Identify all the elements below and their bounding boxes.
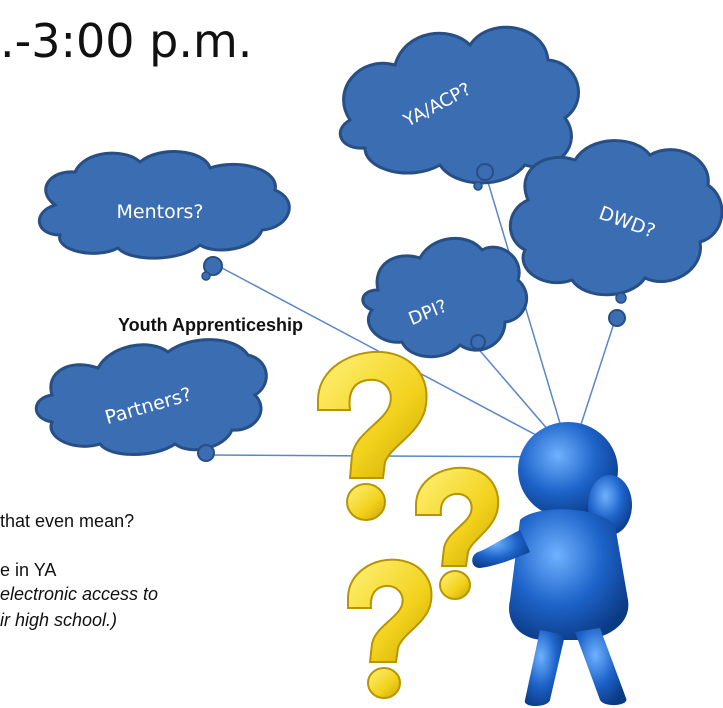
high-school-text: ir high school.) [0,610,118,630]
electronic-access-text: electronic access to [0,584,159,604]
person-figure [472,422,632,706]
e-in-ya-text: e in YA [0,560,57,580]
question-mark-bottom [347,558,433,699]
cloud-ya-acp: YA/ACP? [338,25,581,191]
cloud-partners: Partners? [34,338,268,462]
question-mark-middle [415,466,500,600]
time-heading: .-3:00 p.m. [0,14,253,68]
that-even-mean-text: that even mean? [0,511,135,531]
cloud-dpi: DPI? [361,236,529,359]
cloud-mentors-label: Mentors? [117,201,204,223]
question-mark-large [317,350,428,521]
youth-apprenticeship-text: Youth Apprenticeship [118,315,304,335]
cloud-dwd: DWD? [508,139,723,327]
cloud-mentors: Mentors? [37,150,291,281]
